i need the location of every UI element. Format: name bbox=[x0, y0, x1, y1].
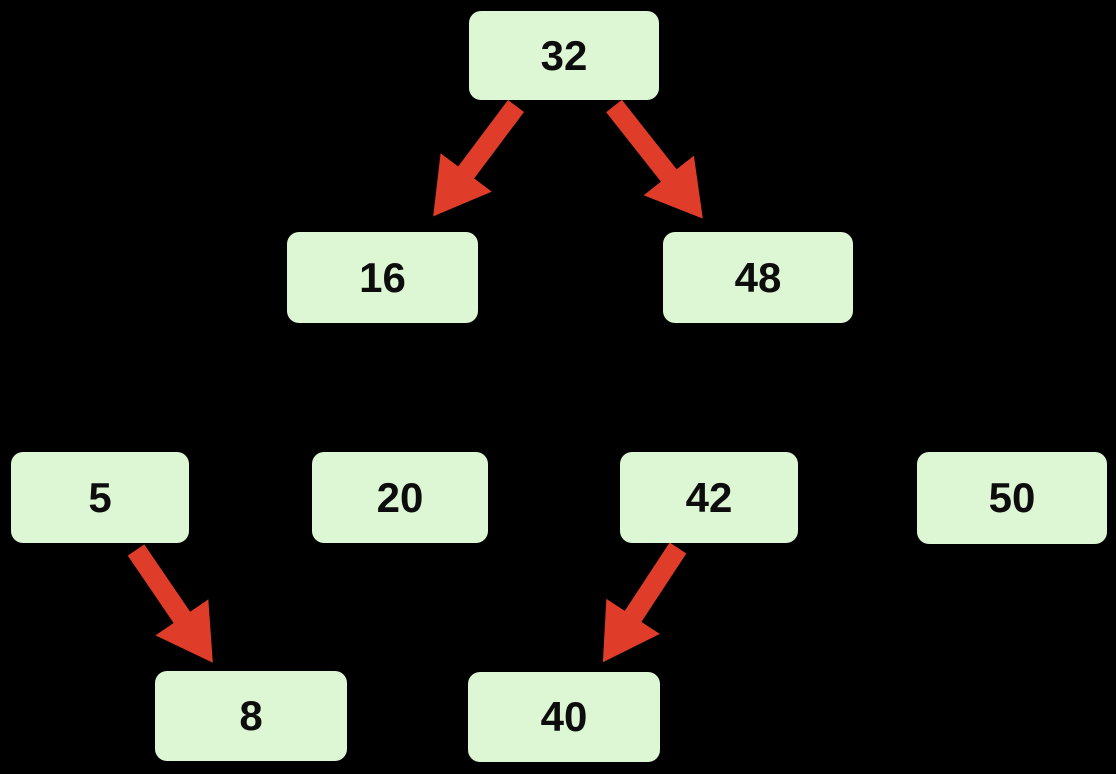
node-label: 48 bbox=[734, 253, 782, 301]
tree-node-42: 42 bbox=[620, 452, 798, 543]
edge-5-to-8 bbox=[127, 544, 213, 663]
tree-node-5: 5 bbox=[11, 452, 189, 543]
edge-32-to-48 bbox=[606, 99, 703, 219]
tree-node-8: 8 bbox=[155, 671, 347, 761]
node-label: 42 bbox=[685, 473, 733, 521]
tree-node-32: 32 bbox=[469, 11, 659, 100]
tree-node-40: 40 bbox=[468, 672, 660, 762]
node-label: 32 bbox=[540, 31, 588, 79]
node-label: 16 bbox=[359, 253, 406, 301]
edge-32-to-16 bbox=[433, 100, 524, 217]
tree-node-48: 48 bbox=[663, 232, 853, 323]
tree-node-50: 50 bbox=[917, 452, 1107, 544]
node-label: 20 bbox=[376, 473, 424, 521]
node-label: 40 bbox=[540, 693, 588, 740]
tree-node-16: 16 bbox=[287, 232, 478, 323]
node-label: 50 bbox=[988, 474, 1036, 521]
node-label: 8 bbox=[239, 692, 263, 739]
tree-node-20: 20 bbox=[312, 452, 488, 543]
edge-42-to-40 bbox=[602, 542, 687, 663]
node-label: 5 bbox=[88, 473, 112, 521]
